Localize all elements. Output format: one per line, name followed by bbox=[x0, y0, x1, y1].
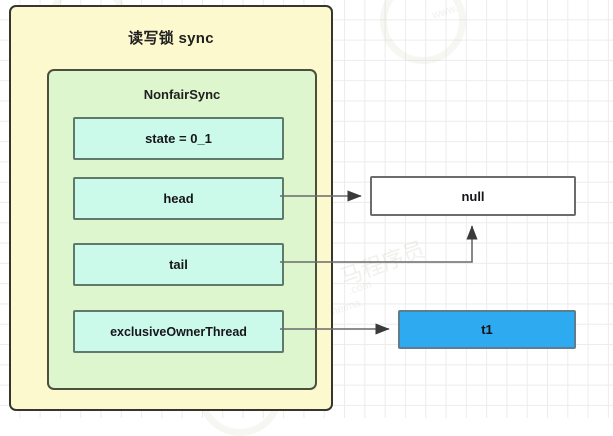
watermark-text: www. bbox=[430, 2, 460, 22]
outer-container-title: 读写锁 sync bbox=[128, 30, 214, 47]
field-label-state: state = 0_1 bbox=[145, 131, 212, 146]
field-box-tail[interactable]: tail bbox=[73, 243, 284, 286]
node-label-null: null bbox=[461, 188, 485, 204]
node-null[interactable]: null bbox=[370, 176, 576, 216]
node-t1[interactable]: t1 bbox=[398, 310, 576, 349]
field-box-state[interactable]: state = 0_1 bbox=[73, 117, 284, 160]
node-label-t1: t1 bbox=[481, 322, 493, 337]
field-box-head[interactable]: head bbox=[73, 177, 284, 220]
field-label-tail: tail bbox=[169, 257, 188, 272]
field-label-exclusive-owner-thread: exclusiveOwnerThread bbox=[110, 324, 247, 339]
watermark-text: .com bbox=[346, 278, 374, 298]
watermark-text: 马程序员 bbox=[336, 236, 429, 291]
watermark-ring bbox=[380, 0, 466, 64]
inner-container-title: NonfairSync bbox=[143, 87, 221, 102]
field-box-exclusive-owner-thread[interactable]: exclusiveOwnerThread bbox=[73, 310, 284, 353]
field-label-head: head bbox=[163, 191, 194, 206]
